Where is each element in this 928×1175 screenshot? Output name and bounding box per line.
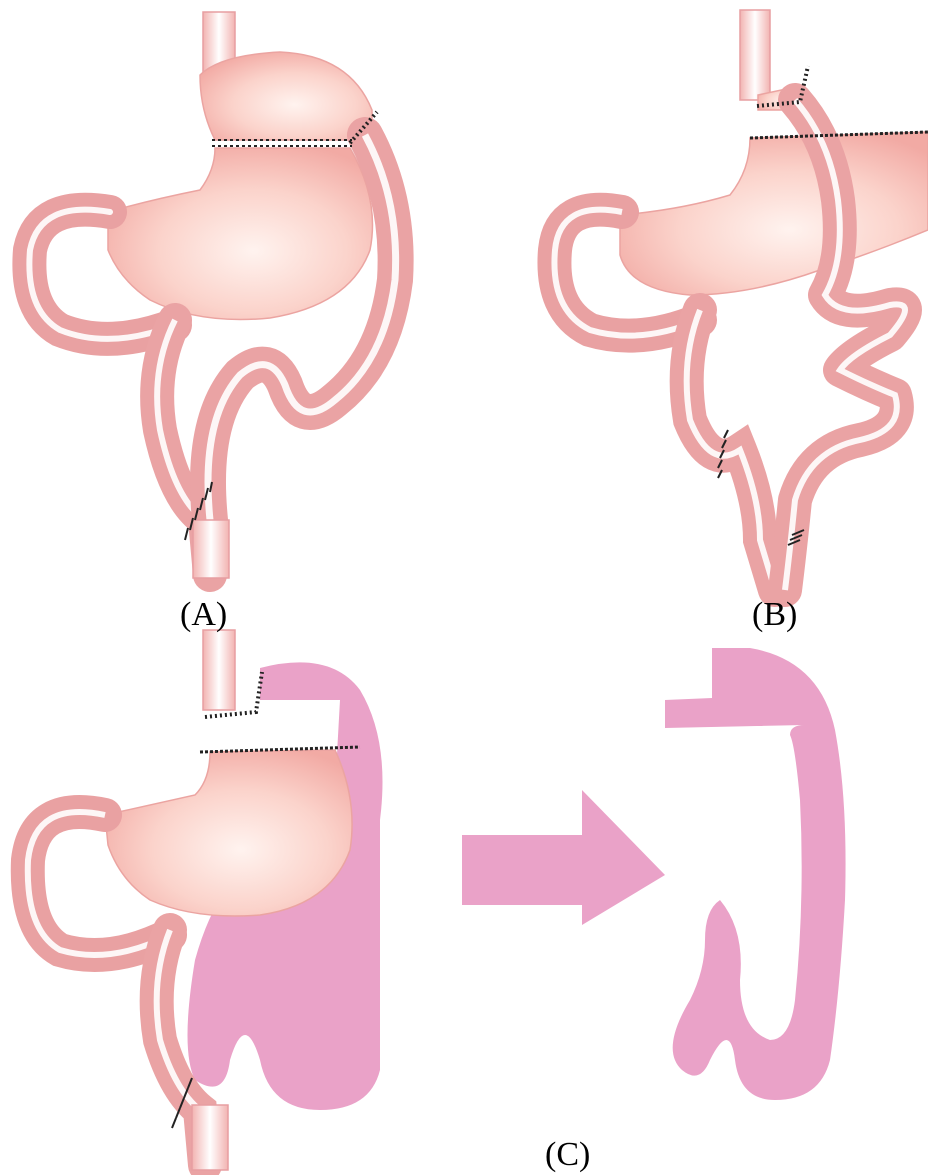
panel-label-c: (C) — [545, 1138, 590, 1172]
esophagus — [740, 10, 770, 100]
esophagus — [203, 630, 235, 710]
excised-segment — [665, 648, 846, 1100]
right-arrow-icon — [462, 790, 665, 925]
common-channel — [193, 520, 229, 578]
remnant-stomach — [105, 750, 352, 916]
panel-b — [554, 10, 928, 590]
remnant-stomach — [108, 148, 373, 320]
panel-label-b: (B) — [752, 598, 797, 632]
panel-a — [29, 12, 395, 578]
panel-label-a: (A) — [180, 598, 227, 632]
remnant-stomach — [620, 132, 928, 295]
panel-c-anatomy — [28, 630, 383, 1170]
gastric-pouch — [200, 52, 372, 140]
common-channel — [192, 1105, 228, 1170]
